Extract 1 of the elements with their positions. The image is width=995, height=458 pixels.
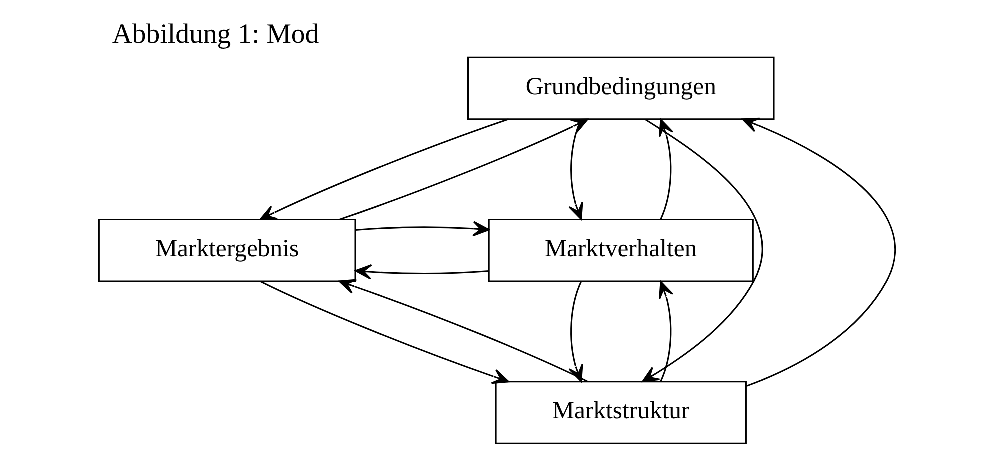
diagram-title: Abbildung 1: Mod <box>112 18 320 50</box>
